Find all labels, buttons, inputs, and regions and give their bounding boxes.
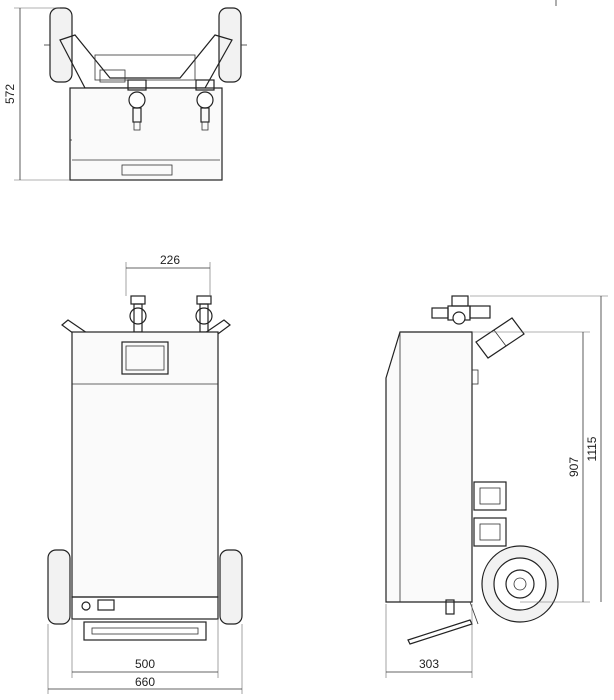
side-body — [385, 331, 473, 603]
front-right-wheel — [219, 549, 243, 625]
side-valve — [431, 295, 491, 325]
dim-label-303: 303 — [419, 657, 439, 671]
dim-label-226: 226 — [160, 253, 180, 267]
front-display — [121, 341, 169, 375]
front-left-wheel — [47, 549, 71, 625]
side-handle — [475, 317, 525, 359]
dim-label-1115: 1115 — [585, 436, 599, 461]
top-valve-left — [127, 79, 147, 131]
dim-label-572: 572 — [3, 84, 17, 104]
front-drain-fitting — [81, 601, 91, 611]
side-fitting-lower — [473, 517, 507, 547]
top-grip — [121, 164, 173, 176]
front-valve-right — [195, 295, 213, 333]
top-right-wheel — [218, 7, 242, 83]
dim-label-660: 660 — [135, 675, 155, 689]
front-body — [71, 331, 219, 598]
top-left-wheel — [49, 7, 73, 83]
side-view: 303 907 1115 — [385, 295, 608, 678]
dim-label-500: 500 — [135, 657, 155, 671]
side-stand — [407, 619, 473, 645]
dim-label-907: 907 — [567, 457, 581, 477]
side-fitting-upper — [473, 481, 507, 511]
front-grip — [83, 621, 207, 641]
front-valve-left — [129, 295, 147, 333]
front-view: 226 500 660 — [47, 253, 243, 694]
top-view: 572 — [3, 7, 247, 181]
front-base — [71, 596, 219, 620]
top-valve-right — [195, 79, 215, 131]
